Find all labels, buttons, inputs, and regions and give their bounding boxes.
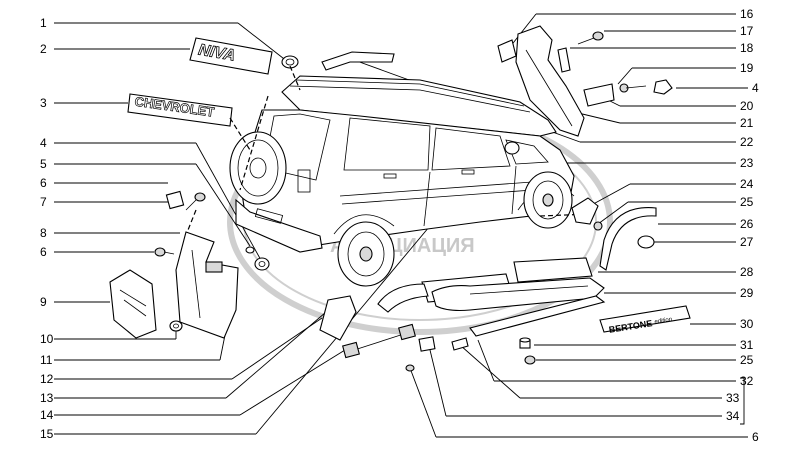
callout-8: 8 xyxy=(40,226,47,240)
callout-24: 24 xyxy=(740,177,754,191)
part-rear-arch-moulding xyxy=(377,283,429,313)
part-rear-mudflap xyxy=(175,231,239,339)
part-mounting-rail xyxy=(342,323,416,359)
part-clip-25-a xyxy=(593,221,603,231)
left-callouts: 1 2 3 4 5 6 7 8 6 9 10 11 12 13 xyxy=(40,16,461,441)
car-body xyxy=(187,65,591,287)
callout-3: 3 xyxy=(40,96,47,110)
right-callouts: 16 17 18 19 4 20 21 22 23 24 25 26 27 xyxy=(353,7,759,444)
callout-25-b: 25 xyxy=(740,353,754,367)
callout-5: 5 xyxy=(40,157,47,171)
part-screw-7 xyxy=(185,192,206,211)
callout-16: 16 xyxy=(740,7,754,21)
callout-14: 14 xyxy=(40,408,54,422)
callout-28: 28 xyxy=(740,265,754,279)
callout-10: 10 xyxy=(40,332,54,346)
bertone-badge-sub: edition xyxy=(654,317,673,326)
callout-7: 7 xyxy=(40,195,47,209)
callout-29: 29 xyxy=(740,286,754,300)
callout-1: 1 xyxy=(40,16,47,30)
callout-25-a: 25 xyxy=(740,195,754,209)
callout-27: 27 xyxy=(740,235,754,249)
callout-13: 13 xyxy=(40,391,54,405)
part-plate-24 xyxy=(571,197,599,225)
callout-31: 31 xyxy=(740,338,754,352)
callout-11: 11 xyxy=(40,353,53,367)
callout-19: 19 xyxy=(740,61,754,75)
part-sill-moulding-29 xyxy=(431,277,605,312)
part-clip-25-b xyxy=(524,355,536,365)
niva-emblem-text: NIVA xyxy=(197,42,236,65)
callout-15: 15 xyxy=(40,427,54,441)
callout-21: 21 xyxy=(740,116,754,130)
part-cap-31 xyxy=(519,337,531,349)
callout-20: 20 xyxy=(740,99,754,113)
callout-23: 23 xyxy=(740,156,754,170)
part-roof-spoiler xyxy=(321,51,395,71)
callout-12: 12 xyxy=(40,372,54,386)
part-nut-10 xyxy=(169,320,183,332)
callout-9: 9 xyxy=(40,295,47,309)
part-clip-34 xyxy=(418,336,436,352)
part-screw-6 xyxy=(154,247,175,257)
callout-22: 22 xyxy=(740,135,754,149)
callout-18: 18 xyxy=(740,41,754,55)
part-clip-33 xyxy=(451,337,469,351)
part-rear-corner-trim xyxy=(319,295,357,341)
part-side-sill-32 xyxy=(469,295,606,337)
callout-2: 2 xyxy=(40,42,47,56)
callout-33: 33 xyxy=(726,391,740,405)
part-nut-4-left xyxy=(254,257,270,271)
part-bolt-19 xyxy=(619,83,647,93)
part-bolt-1 xyxy=(281,55,299,69)
callout-17: 17 xyxy=(740,24,754,38)
part-clip-6 xyxy=(165,190,185,210)
niva-emblem: NIVA xyxy=(189,37,273,75)
part-screw-6-right xyxy=(405,364,415,372)
part-front-mudflap xyxy=(515,25,585,137)
callout-6-b: 6 xyxy=(40,245,47,259)
part-wheel-arch-26 xyxy=(599,207,657,271)
callout-6-right: 6 xyxy=(752,430,759,444)
callout-4-right: 4 xyxy=(752,81,759,95)
bertone-edition-badge: BERTONE edition xyxy=(599,305,691,335)
part-nut-4-right xyxy=(653,79,673,95)
callout-6-a: 6 xyxy=(40,176,47,190)
callout-26: 26 xyxy=(740,217,754,231)
part-cap-27 xyxy=(637,235,655,249)
callout-32: 32 xyxy=(740,374,754,388)
part-washer-5 xyxy=(245,246,255,254)
callout-30: 30 xyxy=(740,317,754,331)
callout-4-left: 4 xyxy=(40,136,47,150)
chevrolet-emblem: CHEVROLET xyxy=(127,93,233,127)
part-screw-17 xyxy=(577,31,604,45)
part-bracket-20 xyxy=(583,83,615,107)
part-bracket-9 xyxy=(109,269,157,339)
part-strip-18 xyxy=(557,47,571,73)
callout-34: 34 xyxy=(726,409,740,423)
part-plug-16 xyxy=(497,39,517,63)
